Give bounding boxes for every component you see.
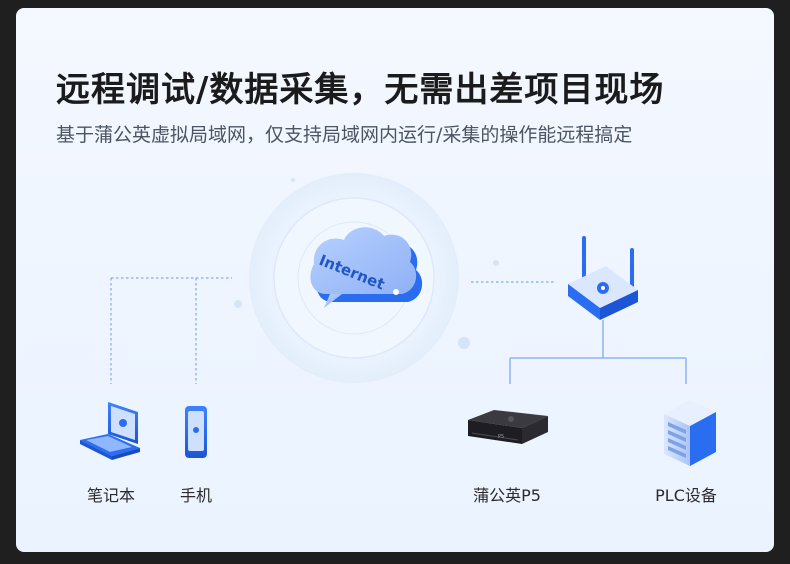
cloud-icon [310, 227, 423, 308]
laptop-icon [80, 402, 140, 460]
page-subtitle: 基于蒲公英虚拟局域网，仅支持局域网内运行/采集的操作能远程搞定 [56, 124, 633, 146]
right-connection-lines [509, 320, 687, 384]
phone-icon [185, 406, 207, 458]
background-particles [234, 178, 499, 349]
p5-device-icon [468, 410, 548, 444]
left-connection-lines [110, 277, 232, 384]
router-icon [568, 236, 638, 320]
p5-badge: P5 [498, 434, 504, 440]
page-title: 远程调试/数据采集，无需出差项目现场 [56, 70, 665, 110]
server-icon [664, 400, 716, 466]
network-diagram: Internet [80, 173, 716, 466]
plc-label: PLC设备 [655, 486, 717, 505]
p5-label: 蒲公英P5 [473, 486, 541, 505]
diagram-card: 远程调试/数据采集，无需出差项目现场 基于蒲公英虚拟局域网，仅支持局域网内运行/… [16, 8, 774, 552]
phone-label: 手机 [179, 486, 213, 505]
laptop-label: 笔记本 [86, 486, 136, 505]
